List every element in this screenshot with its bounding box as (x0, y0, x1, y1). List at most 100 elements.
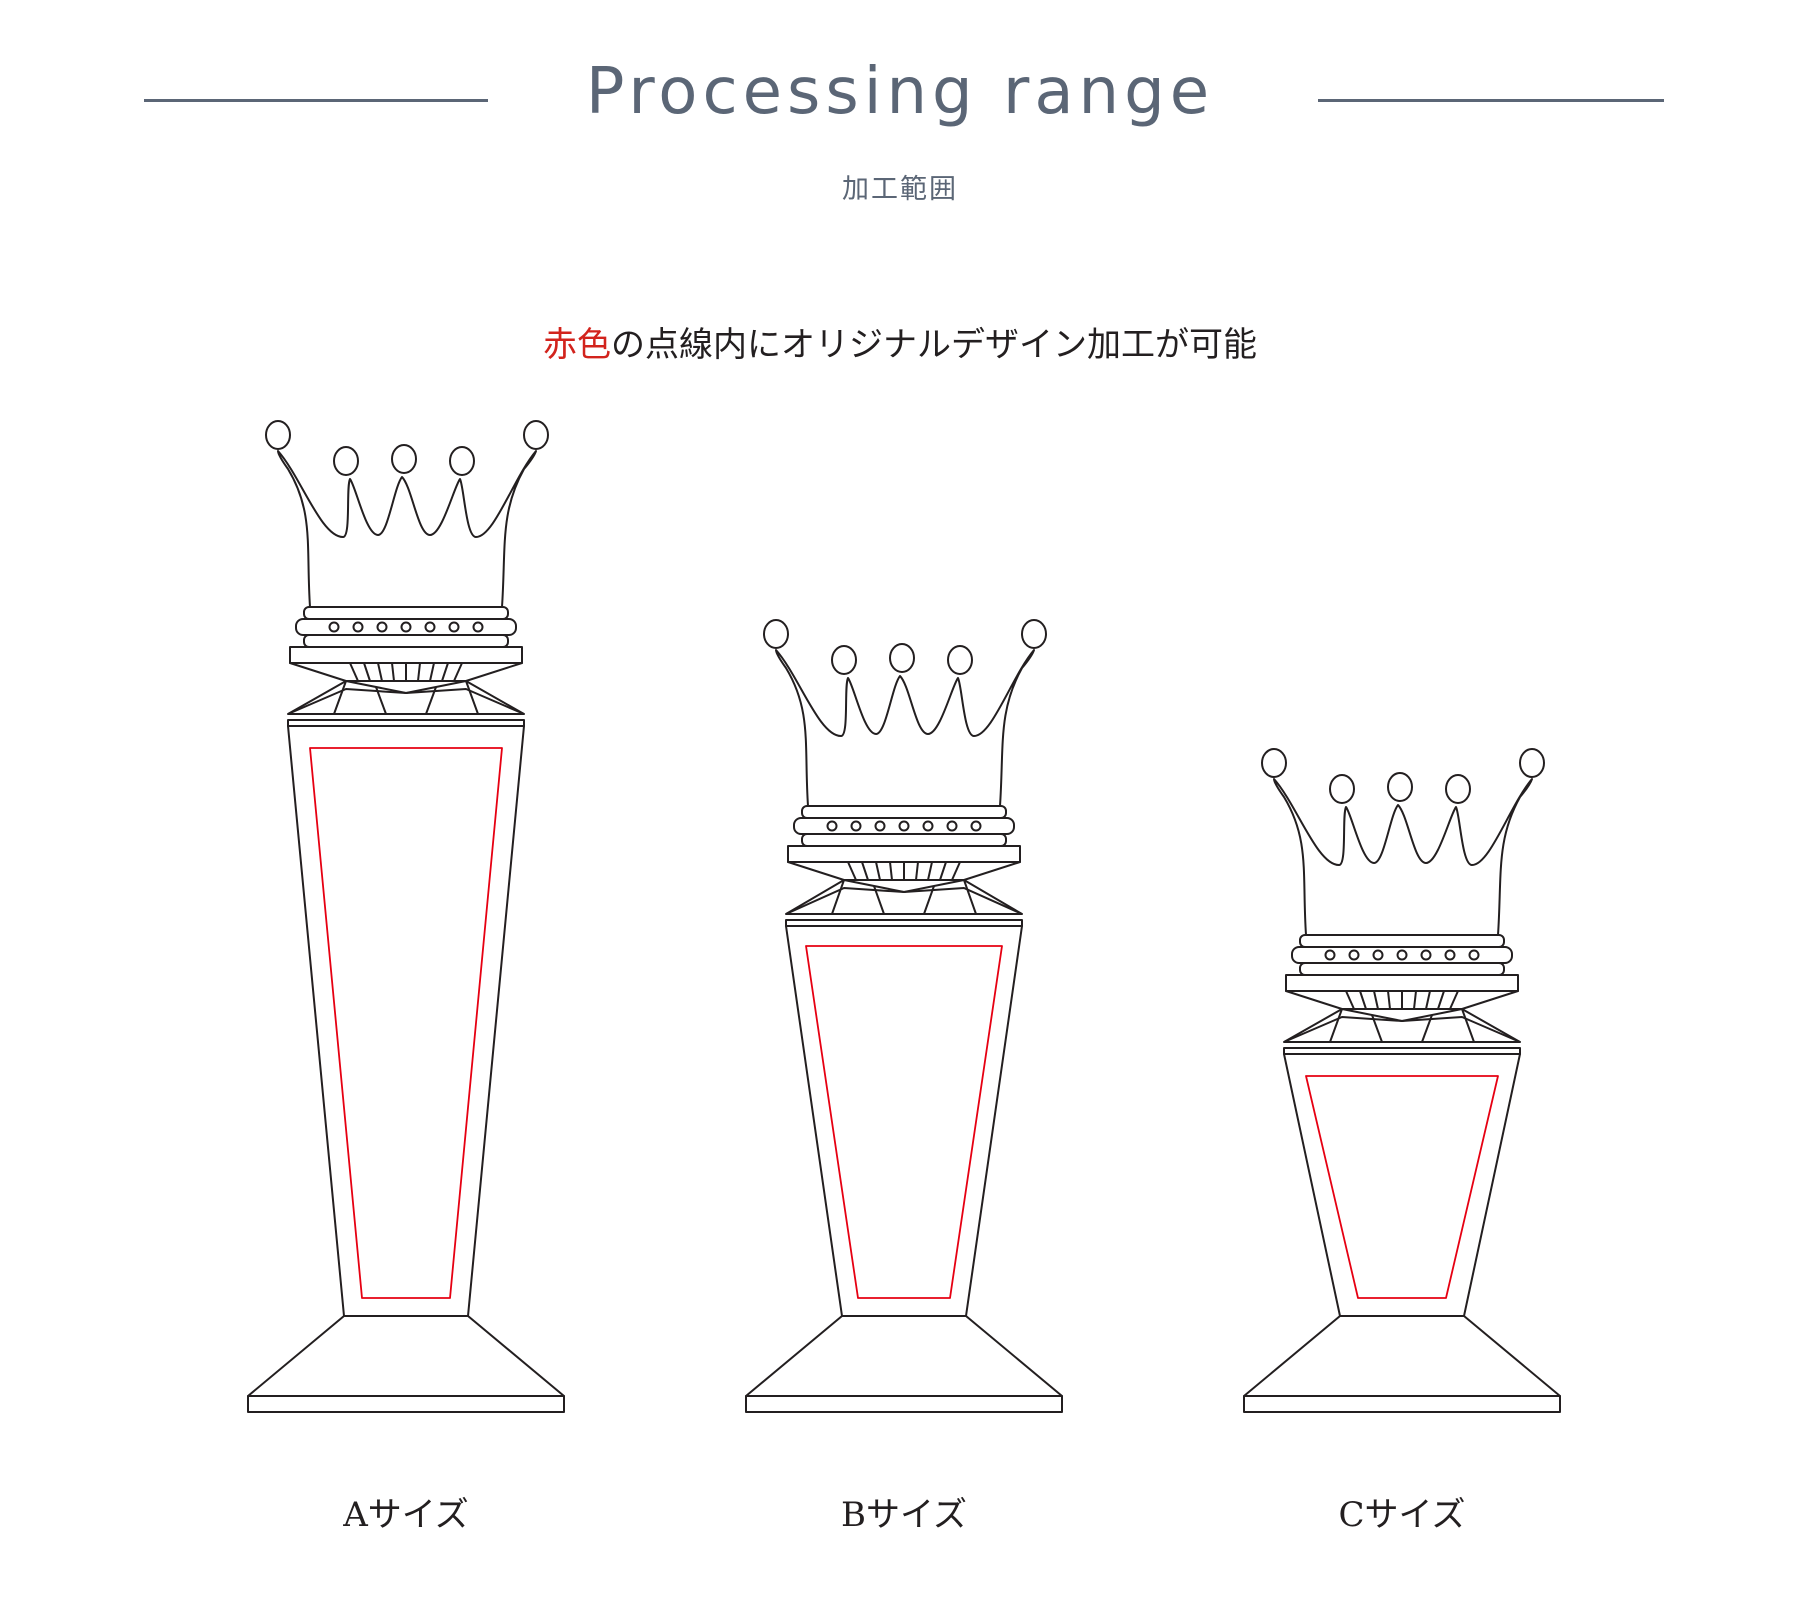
page-title: Processing range (585, 55, 1215, 129)
gem-facet (873, 885, 885, 915)
crown-band-dot (898, 820, 910, 832)
gem-facet (375, 686, 387, 715)
gem-facet (287, 688, 525, 715)
trophy-b (745, 619, 1063, 1413)
base-plinth (745, 1395, 1063, 1413)
crown-band-dot (1420, 949, 1432, 961)
bevel-facet (875, 861, 881, 881)
bevel-facet (1449, 990, 1459, 1010)
crown-band-dot (376, 621, 388, 633)
crown-outline (775, 649, 1035, 807)
crown-plate (787, 845, 1021, 863)
base-top (247, 1315, 565, 1397)
crown-pearl (1445, 774, 1471, 804)
crown-band-dot (424, 621, 436, 633)
crown-plate (1285, 974, 1519, 992)
bevel-facet (1425, 990, 1431, 1010)
crown-band-top (801, 805, 1007, 819)
crown-band-dot (400, 621, 412, 633)
bevel-facet (951, 861, 961, 881)
size-label-b: Bサイズ (841, 1495, 967, 1535)
bevel-facet (349, 662, 359, 682)
gem-facet (465, 680, 479, 715)
base-plinth (247, 1395, 565, 1413)
size-label-c: Cサイズ (1338, 1495, 1466, 1535)
crown-pearl (1261, 748, 1287, 778)
crown-pearl (831, 645, 857, 675)
gem-facet (333, 680, 347, 715)
processing-area (805, 945, 1003, 1299)
crown-band-bottom (801, 833, 1007, 847)
bevel-facet (1437, 990, 1445, 1010)
crown-pearl (1021, 619, 1047, 649)
crown-band-dot (448, 621, 460, 633)
bevel-facet (1345, 990, 1355, 1010)
crown-pearl (333, 446, 359, 476)
crown-pearl (523, 420, 549, 450)
crown-band-dot (922, 820, 934, 832)
crown-band-dot (850, 820, 862, 832)
gem-crown (287, 680, 525, 715)
bevel-facet (417, 662, 421, 682)
crown-band-bottom (1299, 962, 1505, 976)
gem-facet (1329, 1008, 1343, 1043)
crown-band-dot (328, 621, 340, 633)
bevel-facet (915, 861, 919, 881)
crown-band-dot (1324, 949, 1336, 961)
crown-band-dot (946, 820, 958, 832)
page-subtitle: 加工範囲 (842, 174, 958, 205)
notice-text: の点線内にオリジナルデザイン加工が可能 (611, 325, 1257, 365)
gem-crown (1283, 1008, 1521, 1043)
crown-band-dot (472, 621, 484, 633)
bevel-facet (847, 861, 857, 881)
crown-band-top (303, 606, 509, 620)
crown-pearl (889, 643, 915, 673)
base-top (1243, 1315, 1561, 1397)
pillar-body (287, 725, 525, 1317)
crown-band-dot (1372, 949, 1384, 961)
bevel-facet (927, 861, 933, 881)
base-top (745, 1315, 1063, 1397)
crown-outline (277, 450, 537, 608)
crown-outline (1273, 778, 1533, 936)
gem-facet (963, 879, 977, 915)
crown-pearl (391, 444, 417, 474)
gem-facet (1371, 1014, 1383, 1043)
crown-pearl (265, 420, 291, 450)
bevel-facet (391, 662, 395, 682)
crown-band-dot (1396, 949, 1408, 961)
title-rule-right (1318, 99, 1664, 102)
bevel-facet (429, 662, 435, 682)
bevel-facet (861, 861, 869, 881)
crown-band-dot (826, 820, 838, 832)
gem-facet (831, 879, 845, 915)
gem-facet (923, 885, 935, 915)
crown-band-dot (1348, 949, 1360, 961)
title-rule-left (144, 99, 488, 102)
bevel-facet (377, 662, 383, 682)
gem-facet (785, 887, 1023, 915)
bevel-facet (1359, 990, 1367, 1010)
crown-pearl (947, 645, 973, 675)
gem-facet (1421, 1014, 1433, 1043)
bevel-facet (363, 662, 371, 682)
trophy-c (1243, 748, 1561, 1413)
bevel-facet (939, 861, 947, 881)
crown-pearl (1387, 772, 1413, 802)
bevel-facet (453, 662, 463, 682)
crown-band-dot (874, 820, 886, 832)
crown-plate (289, 646, 523, 664)
crown-band-top (1299, 934, 1505, 948)
bevel-facet (1373, 990, 1379, 1010)
gem-crown (785, 879, 1023, 915)
crown-band-dot (352, 621, 364, 633)
trophy-a (247, 420, 565, 1413)
gem-facet (1461, 1008, 1475, 1043)
base-plinth (1243, 1395, 1561, 1413)
crown-band-dot (1444, 949, 1456, 961)
gem-facet (425, 686, 437, 715)
bevel-facet (1387, 990, 1391, 1010)
crown-pearl (1519, 748, 1545, 778)
bevel-facet (441, 662, 449, 682)
bevel-facet (889, 861, 893, 881)
